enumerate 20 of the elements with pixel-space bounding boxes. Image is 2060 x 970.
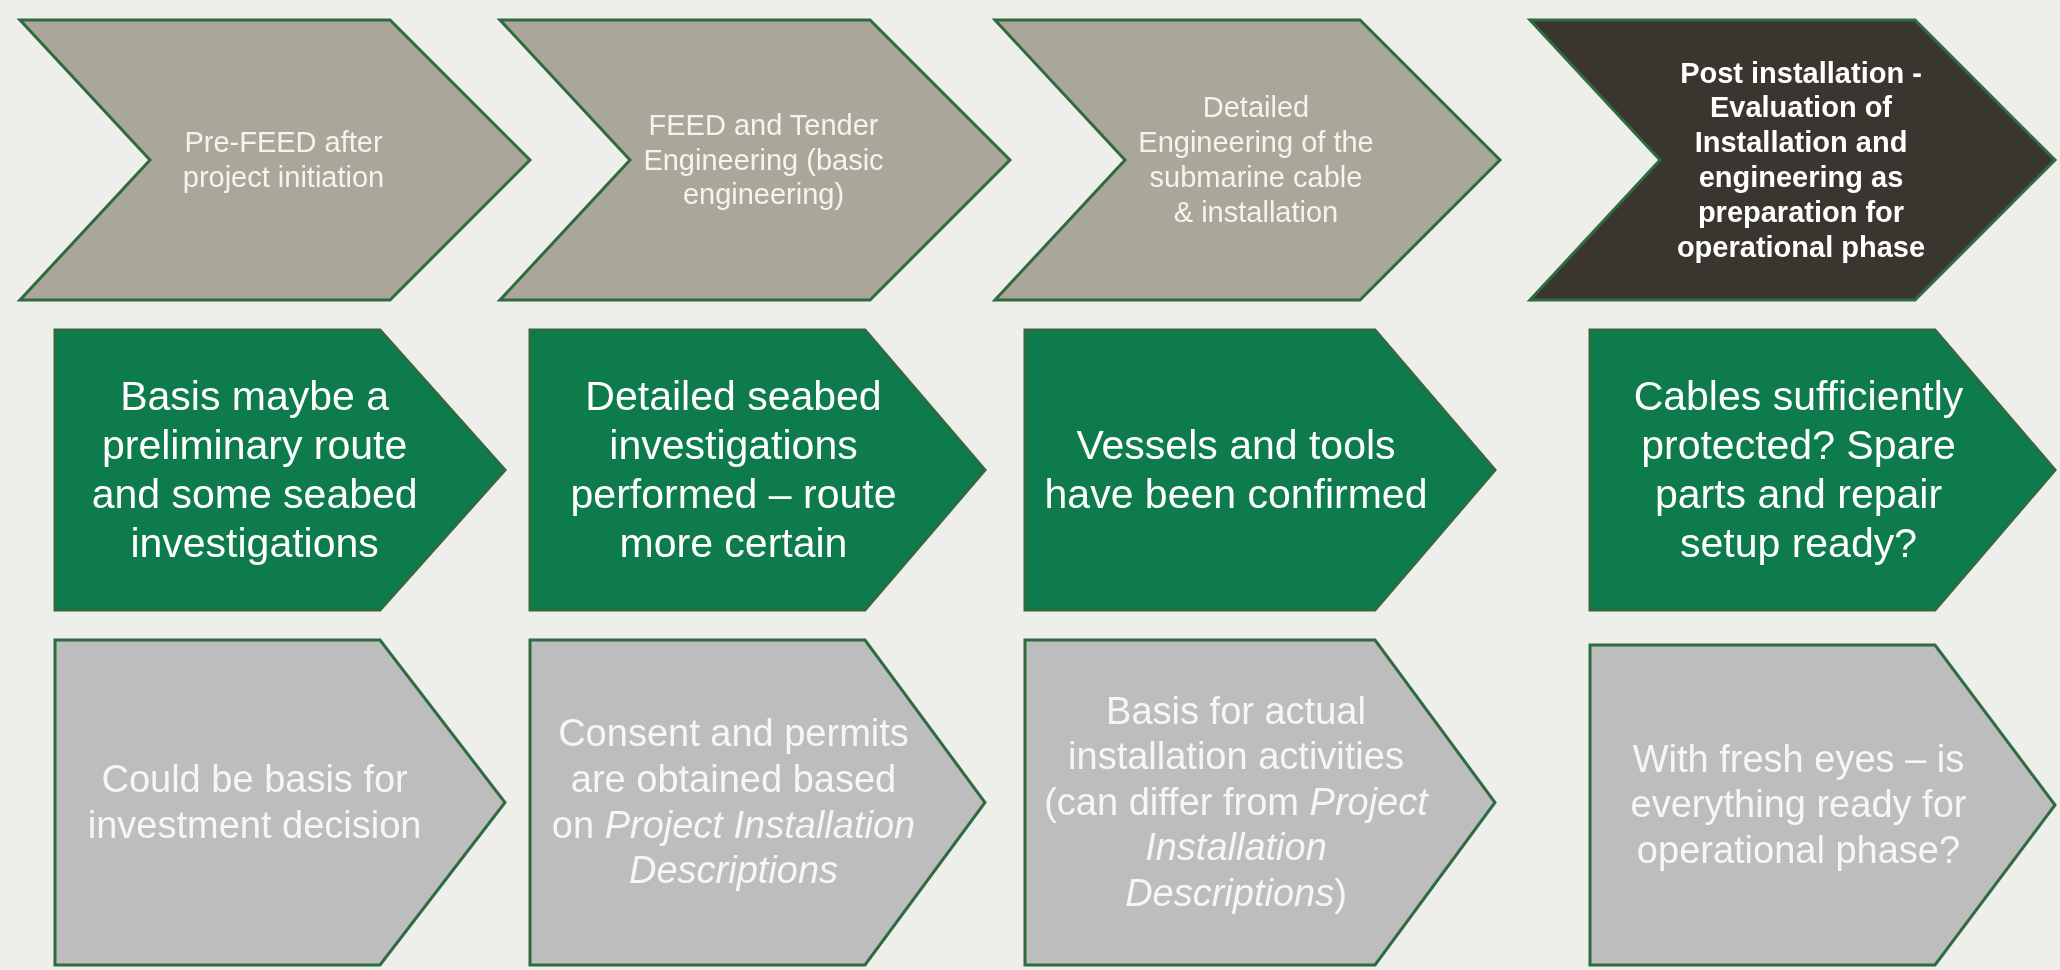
- step-text: Basis maybe a preliminary route and some seabed investigations: [90, 371, 419, 569]
- pentagon-arrow-box: [1025, 640, 1495, 965]
- step-text: Pre-FEED after project initiation: [181, 125, 386, 195]
- step-text: Could be basis for investment decision: [86, 756, 423, 848]
- step-text: Cables sufficiently protected? Spare parts and repair setup ready?: [1632, 371, 1965, 569]
- pentagon-arrow-box: [1025, 330, 1495, 610]
- step-text: Detailed seabed investigations performed – route more certain: [569, 371, 898, 569]
- step-text: Consent and permits are obtained based on Project Installation Descriptions: [550, 711, 917, 894]
- step-text: FEED and Tender Engineering (basic engineering): [643, 107, 884, 213]
- pentagon-arrow-box: [1590, 645, 2055, 965]
- step-text: Detailed Engineering of the submarine cable & installation: [1138, 90, 1374, 230]
- step-text: Vessels and tools have been confirmed: [1043, 420, 1429, 519]
- step-text: With fresh eyes – is everything ready for operational phase?: [1629, 736, 1968, 873]
- pentagon-arrow-box: [530, 330, 985, 610]
- pentagon-arrow-box: [55, 330, 505, 610]
- pentagon-arrow-box: [55, 640, 505, 965]
- pentagon-arrow-box: [1590, 330, 2055, 610]
- pentagon-arrow-box: [530, 640, 985, 965]
- step-text: Basis for actual installation activities (can differ from Project Installation Descriptions): [1043, 688, 1429, 916]
- step-text: Post installation - Evaluation of Installation and engineering as preparation for operational phase: [1675, 55, 1927, 265]
